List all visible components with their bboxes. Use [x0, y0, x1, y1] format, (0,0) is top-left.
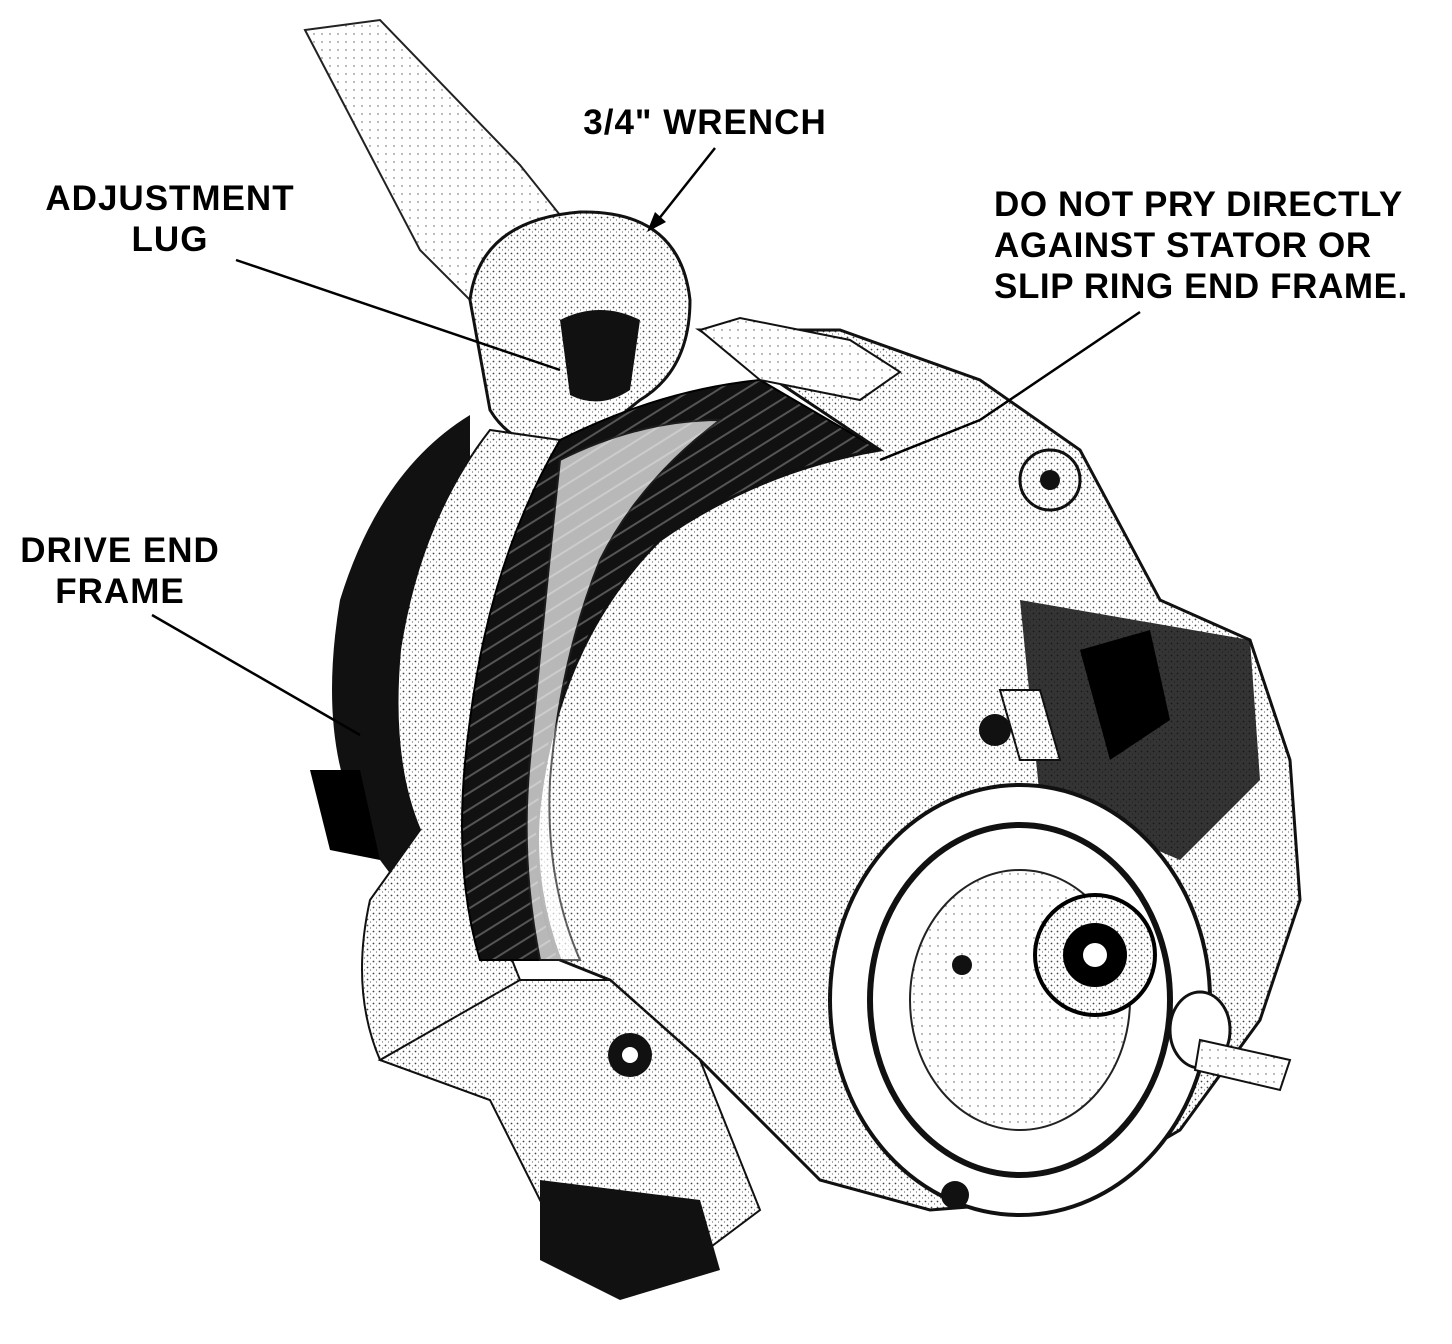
leader-line-warning-2 [879, 418, 981, 462]
output-terminal-stud-shape [1168, 990, 1292, 1092]
leader-line-wrench [653, 147, 716, 226]
rear-bearing-plate-shape [828, 689, 1212, 1217]
wrench-callout-line-1: 3/4" WRENCH [583, 103, 827, 142]
drive-end-frame-callout: DRIVE END FRAME [0, 530, 240, 612]
leader-line-warning [979, 310, 1141, 422]
warning-callout-line-2: AGAINST STATOR OR [994, 226, 1372, 265]
adjustment-lug-callout: ADJUSTMENT LUG [20, 178, 320, 260]
warning-callout-line-1: DO NOT PRY DIRECTLY [994, 185, 1403, 224]
leader-line-lug [235, 258, 561, 372]
arrowhead-wrench [647, 212, 666, 232]
warning-callout: DO NOT PRY DIRECTLY AGAINST STATOR OR SL… [994, 184, 1452, 307]
adjustment-lug-callout-line-2: LUG [131, 220, 209, 259]
drive-end-frame-callout-line-2: FRAME [55, 572, 185, 611]
leader-lines [151, 147, 1141, 737]
adjustment-lug-callout-line-1: ADJUSTMENT [45, 179, 295, 218]
lower-mounting-shape [377, 979, 762, 1300]
leader-line-drive-end [151, 613, 361, 737]
wrench-shape [303, 18, 692, 448]
drive-end-frame-callout-line-1: DRIVE END [20, 531, 220, 570]
wrench-callout: 3/4" WRENCH [560, 102, 850, 143]
warning-callout-line-3: SLIP RING END FRAME. [994, 267, 1408, 306]
top-bolt-shape [1018, 448, 1082, 512]
